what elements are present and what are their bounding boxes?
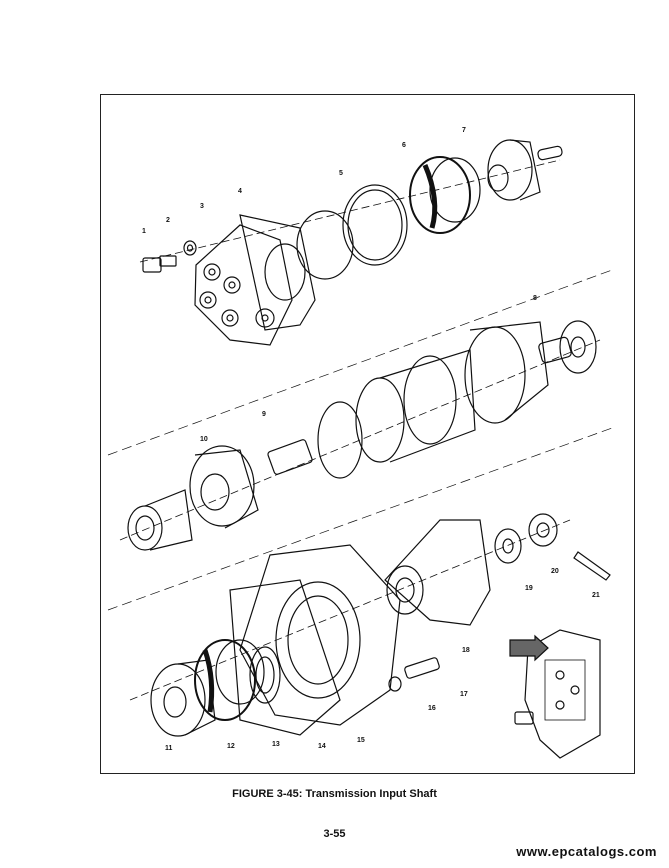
callout-5: 5 xyxy=(339,170,343,177)
part-lockwasher xyxy=(388,676,402,692)
part-flat-washer xyxy=(494,528,522,564)
callout-7: 7 xyxy=(462,127,466,134)
part-bearing-cup xyxy=(409,156,481,234)
part-bearing-cone xyxy=(487,139,541,201)
callout-20: 20 xyxy=(551,568,559,575)
callout-12: 12 xyxy=(227,743,235,750)
callout-8: 8 xyxy=(533,295,537,302)
part-yoke xyxy=(384,519,491,626)
part-oil-seal xyxy=(249,646,281,704)
callout-18: 18 xyxy=(462,647,470,654)
callout-14: 14 xyxy=(318,743,326,750)
callout-13: 13 xyxy=(272,741,280,748)
part-washer-small xyxy=(183,240,197,256)
part-flange-plate xyxy=(239,214,316,331)
callout-19: 19 xyxy=(525,585,533,592)
callout-11: 11 xyxy=(165,745,173,752)
figure-frame xyxy=(100,94,635,774)
centerline-bottom xyxy=(129,519,571,701)
part-input-shaft xyxy=(267,321,572,479)
callout-1: 1 xyxy=(142,228,146,235)
watermark-text: www.epcatalogs.com xyxy=(516,844,657,859)
part-thrust-washer xyxy=(559,320,597,374)
part-housing xyxy=(194,224,293,346)
callout-2: 2 xyxy=(166,217,170,224)
centerline-middle xyxy=(119,339,601,541)
callout-9: 9 xyxy=(262,411,266,418)
callout-6: 6 xyxy=(402,142,406,149)
callout-15: 15 xyxy=(357,737,365,744)
part-bearing-cone-lower xyxy=(150,659,216,737)
figure-caption: FIGURE 3-45: Transmission Input Shaft xyxy=(232,788,437,800)
part-splined-coupling xyxy=(127,489,193,551)
part-large-gasket xyxy=(229,579,341,736)
part-castle-nut xyxy=(528,513,558,547)
part-bearing-cup-lower xyxy=(194,639,265,721)
callout-16: 16 xyxy=(428,705,436,712)
callout-labels: 1 2 3 4 5 6 7 8 9 10 11 12 13 14 15 16 1… xyxy=(142,127,600,752)
callout-21: 21 xyxy=(592,592,600,599)
callout-4: 4 xyxy=(238,188,242,195)
callout-17: 17 xyxy=(460,691,468,698)
part-gasket xyxy=(296,210,354,280)
part-seal-carrier xyxy=(239,544,401,726)
page-number: 3-55 xyxy=(323,828,346,840)
part-cap-screw xyxy=(404,657,440,679)
callout-3: 3 xyxy=(200,203,204,210)
part-snap-ring xyxy=(342,184,408,266)
part-helical-gear xyxy=(189,445,259,529)
callout-10: 10 xyxy=(200,436,208,443)
part-cotter-pin xyxy=(573,551,611,581)
part-dowel-pin xyxy=(537,145,563,161)
locator-inset-view xyxy=(509,629,601,759)
part-bolt xyxy=(142,255,177,273)
